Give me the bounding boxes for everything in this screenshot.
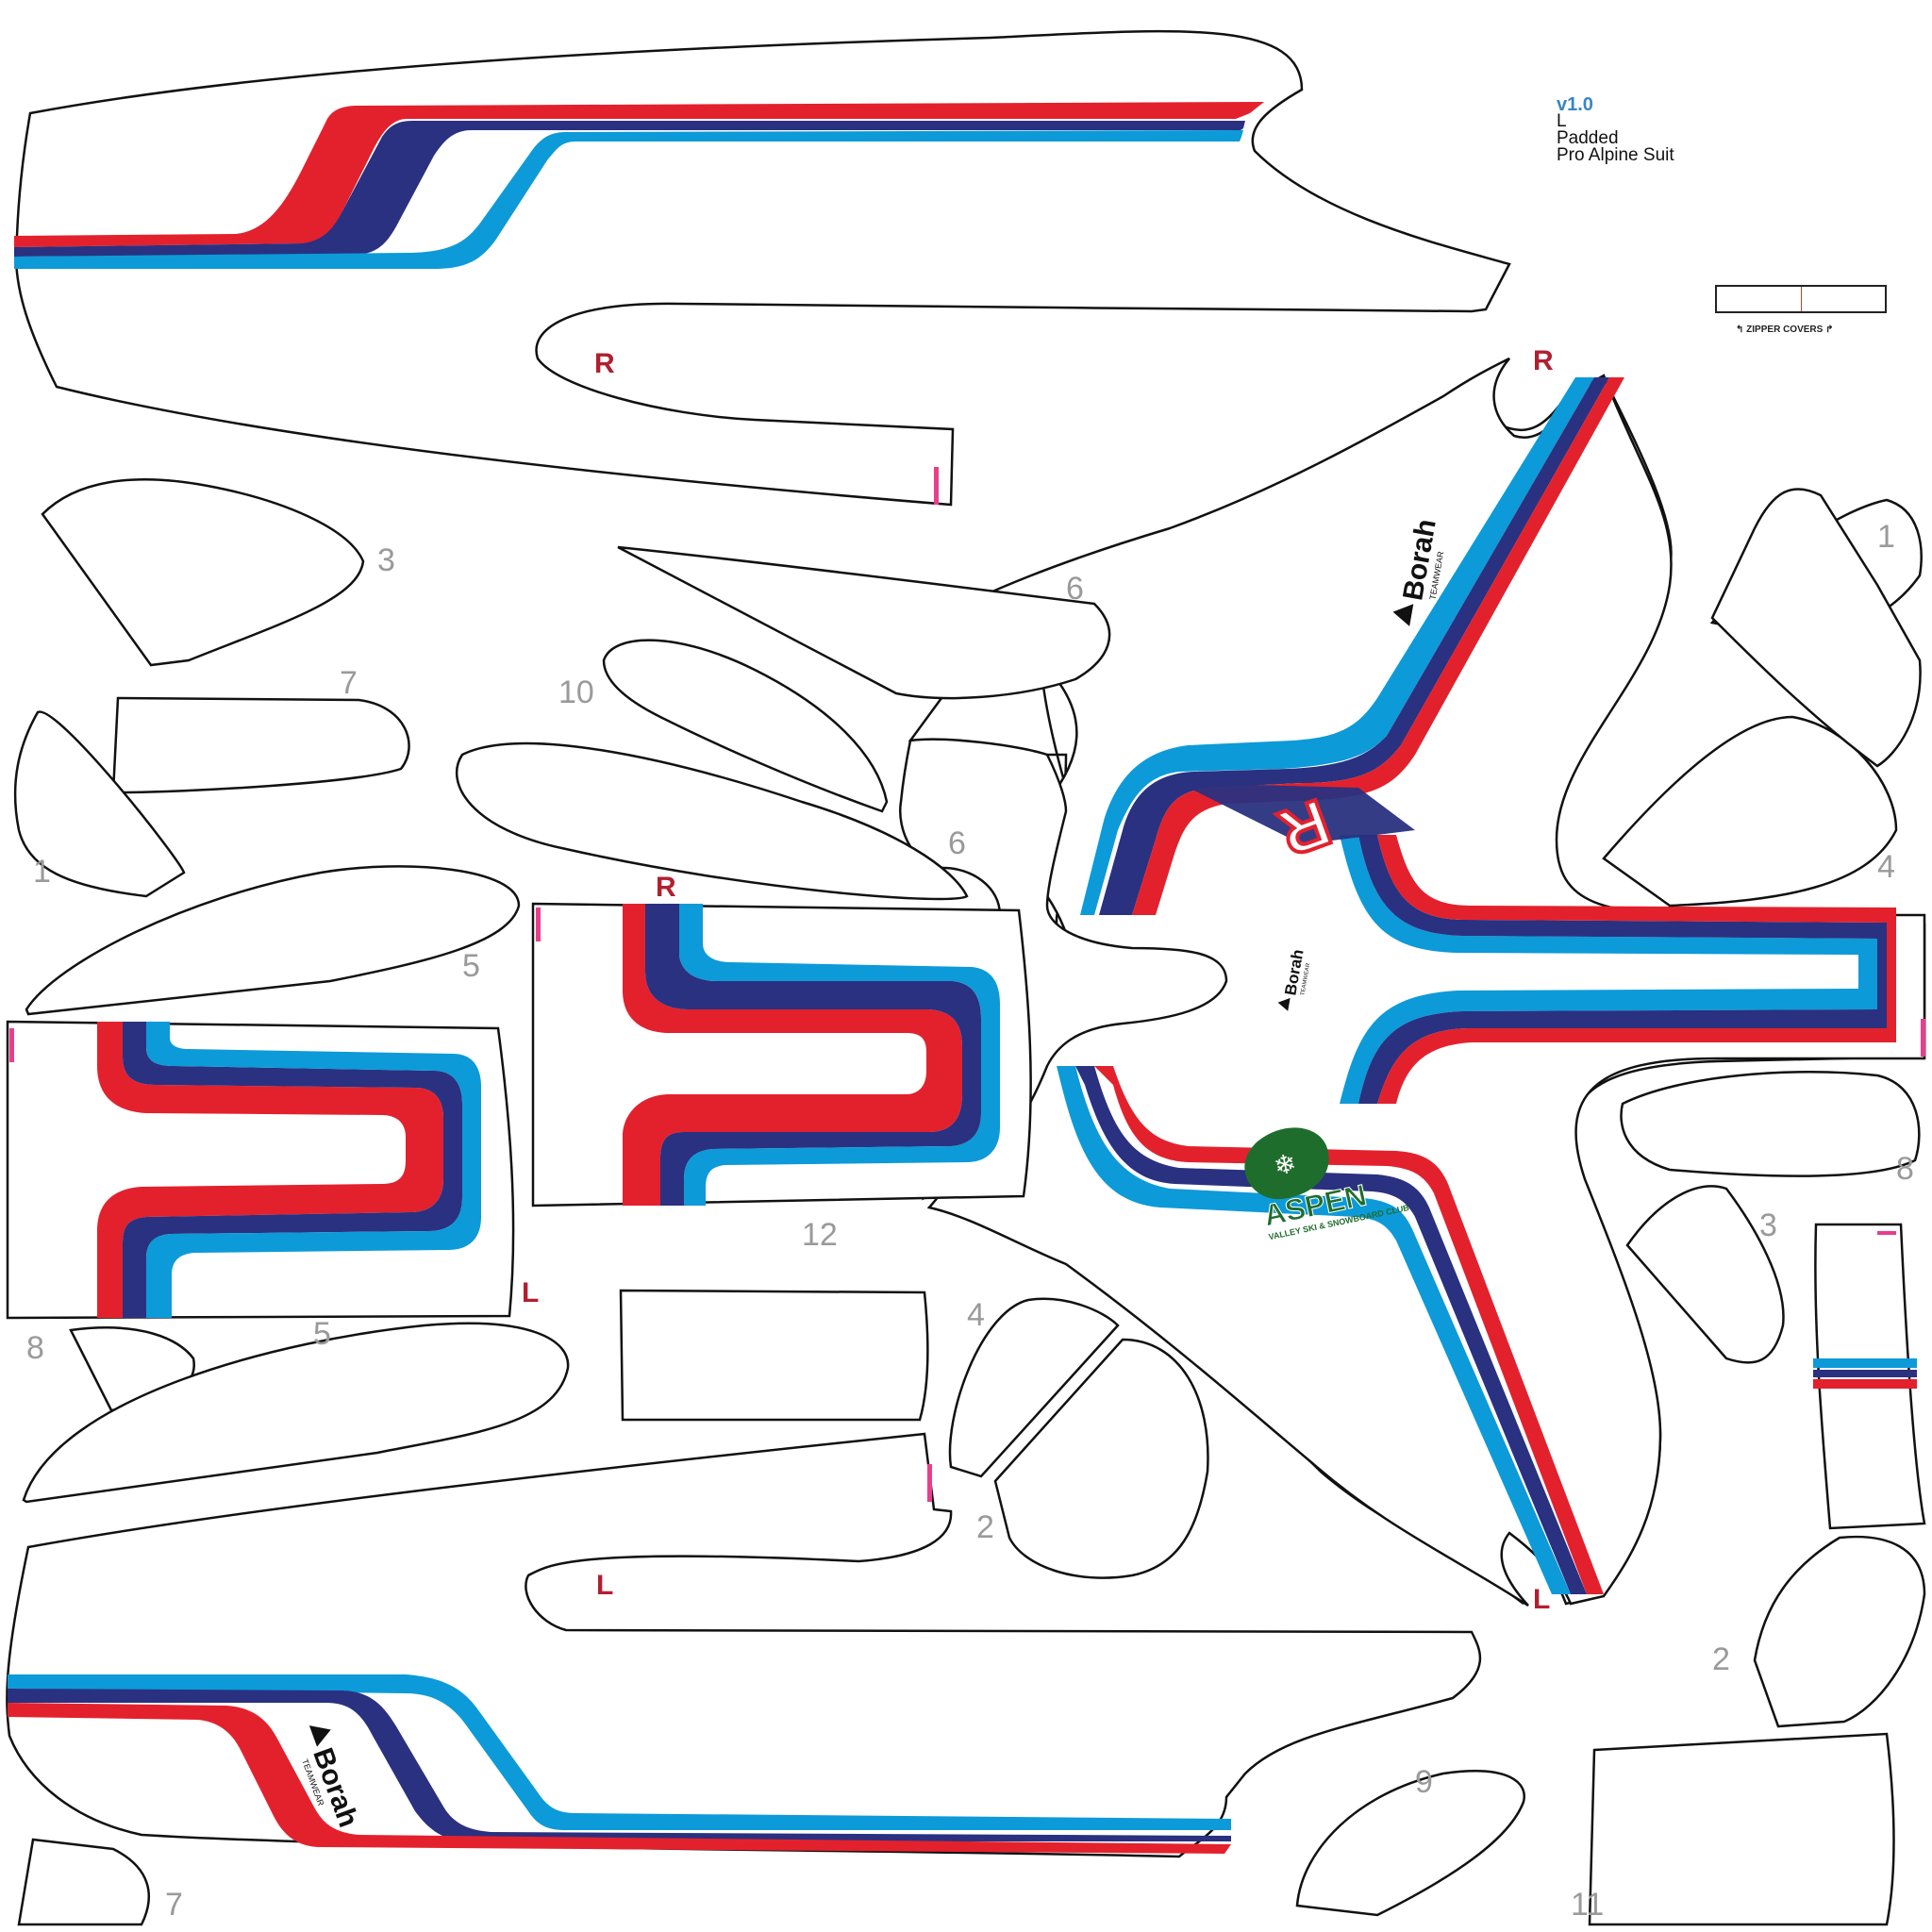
torso-piece: R Borah TEAMWEAR Borah TEAMWEAR ❄ ASPEN …	[898, 345, 1926, 1615]
padding-pieces	[13, 478, 1926, 1926]
piece-number: 3	[1759, 1208, 1777, 1243]
piece-number: 7	[165, 1887, 183, 1923]
piece-number: 2	[1712, 1641, 1730, 1677]
piece-number-labels: 3 7 6 10 1 6 5 12 8 5 4 2 1 4 8 3 2 9 11…	[26, 519, 1914, 1923]
piece-number: 12	[802, 1217, 838, 1253]
side-marker-l: L	[596, 1570, 613, 1601]
piece-number: 5	[313, 1316, 331, 1352]
zipper-cover-divider	[1801, 287, 1802, 311]
piece-number: 4	[1877, 849, 1895, 885]
piece-number: 1	[1877, 519, 1895, 555]
zipper-cover-label: ↰ ZIPPER COVERS ↱	[1736, 325, 1834, 335]
leg-panel-r: R	[531, 872, 1032, 1208]
variant-label: Padded	[1557, 128, 1619, 148]
piece-number: 10	[558, 675, 594, 710]
leg-r-marker: R	[656, 872, 676, 903]
bottom-sleeve-piece: Borah TEAMWEAR L	[6, 1432, 1482, 1858]
product-label: Pro Alpine Suit	[1557, 145, 1674, 165]
zipper-cover-box	[1715, 285, 1887, 313]
zipper-strip-piece	[1813, 1223, 1926, 1530]
piece-number: 1	[33, 854, 51, 890]
piece-number: 5	[462, 948, 480, 984]
piece-number: 8	[26, 1330, 44, 1366]
chest-r-badge: R	[1179, 783, 1415, 873]
piece-number: 6	[948, 825, 966, 861]
piece-number: 9	[1415, 1764, 1433, 1800]
garment-info: v1.0 L Padded Pro Alpine Suit	[1557, 94, 1674, 165]
club-logo: ❄ ASPEN VALLEY SKI & SNOWBOARD CLUB	[1244, 1127, 1410, 1241]
top-sleeve-piece: R	[14, 29, 1511, 507]
leg-panel-l: L	[6, 1020, 539, 1320]
torso-marker-r: R	[1533, 345, 1554, 376]
version-label: v1.0	[1557, 94, 1593, 115]
piece-number: 4	[967, 1297, 985, 1333]
piece-number: 2	[976, 1509, 994, 1545]
leg-l-marker: L	[522, 1277, 539, 1308]
piece-number: 11	[1571, 1887, 1604, 1923]
side-marker-r: R	[594, 348, 615, 379]
size-label: L	[1557, 111, 1567, 131]
piece-number: 8	[1896, 1151, 1914, 1187]
piece-number: 7	[340, 665, 358, 701]
piece-number: 3	[377, 542, 395, 578]
piece-number: 6	[1066, 571, 1084, 607]
torso-marker-l: L	[1533, 1584, 1550, 1615]
